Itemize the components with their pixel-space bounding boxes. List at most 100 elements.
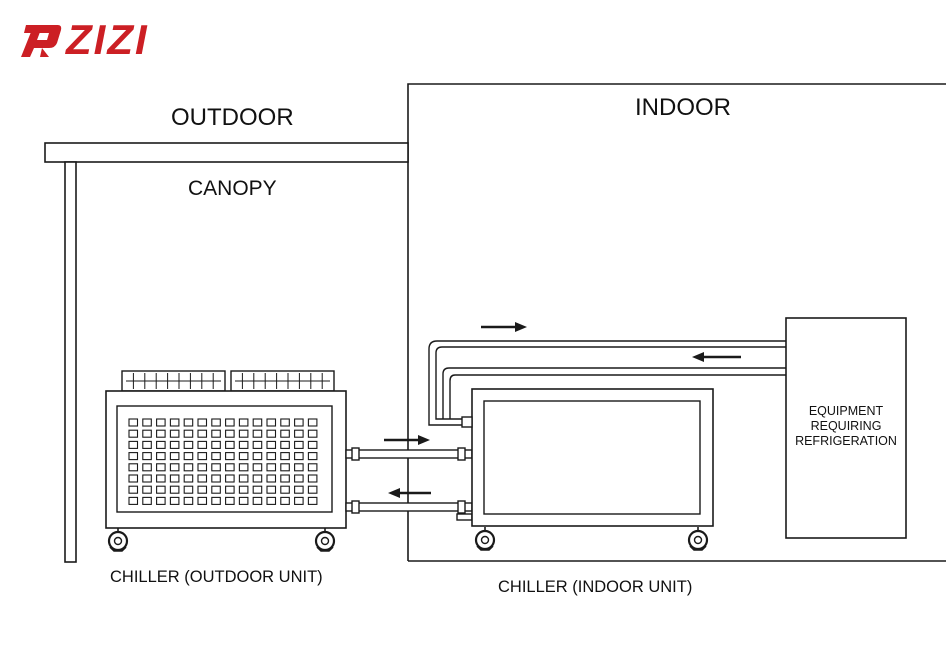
indoor-unit-caption: CHILLER (INDOOR UNIT)	[498, 578, 693, 596]
arrow-supply-right	[481, 322, 527, 332]
grille-cell	[307, 474, 318, 483]
grille-cell	[197, 485, 208, 494]
grille-cell	[197, 418, 208, 427]
grille-cell	[225, 452, 235, 461]
grille-cell	[225, 463, 235, 472]
grille-cell	[307, 485, 318, 494]
grille-cell	[156, 418, 166, 427]
caster-wheel	[687, 527, 709, 551]
grille-cell	[238, 463, 249, 472]
grille-cell	[307, 463, 318, 472]
grille-cell	[128, 452, 139, 461]
grille-cell	[197, 440, 208, 449]
grille-cell	[142, 474, 152, 483]
grille-cell	[238, 452, 249, 461]
grille-cell	[156, 429, 166, 438]
grille-cell	[266, 463, 277, 472]
canopy-roof	[44, 142, 409, 163]
grille-cell	[211, 452, 221, 461]
equipment-box	[785, 317, 907, 539]
grille-cell	[169, 474, 180, 483]
grille-cell	[238, 496, 249, 505]
grille-cell	[294, 452, 304, 461]
grille-cell	[280, 440, 290, 449]
grille-cell	[169, 463, 180, 472]
grille-cell	[128, 474, 139, 483]
grille-cell	[211, 485, 221, 494]
grille-cell	[128, 485, 139, 494]
outdoor-label: OUTDOOR	[171, 104, 294, 131]
arrow-pipe-right	[384, 435, 430, 445]
grille-cell	[169, 452, 180, 461]
grille-cell	[156, 452, 166, 461]
grille-cell	[142, 429, 152, 438]
equipment-label-line-1: EQUIPMENT	[808, 404, 884, 418]
grille-cell	[307, 452, 318, 461]
grille-cell	[142, 440, 152, 449]
grille-cell	[142, 418, 152, 427]
grille-cell	[252, 496, 263, 505]
grille-cell	[169, 418, 180, 427]
grille-cell	[169, 429, 180, 438]
grille-cell	[211, 418, 221, 427]
outdoor-unit-grille-cells	[128, 418, 318, 505]
grille-cell	[128, 440, 139, 449]
return-pipe-inner	[449, 374, 786, 419]
grille-cell	[280, 452, 290, 461]
caster-wheel	[474, 527, 496, 551]
grille-cell	[142, 463, 152, 472]
lower-pipe-coupling-left	[351, 500, 360, 514]
grille-cell	[211, 463, 221, 472]
grille-cell	[294, 496, 304, 505]
grille-cell	[225, 485, 235, 494]
grille-cell	[169, 496, 180, 505]
grille-cell	[183, 485, 194, 494]
grille-cell	[156, 440, 166, 449]
grille-cell	[307, 440, 318, 449]
arrow-return-left	[692, 352, 741, 362]
brand-logo: ZIZI	[18, 16, 149, 64]
grille-cell	[266, 474, 277, 483]
grille-cell	[238, 474, 249, 483]
grille-cell	[128, 429, 139, 438]
grille-cell	[225, 496, 235, 505]
grille-cell	[183, 440, 194, 449]
grille-cell	[183, 429, 194, 438]
drain-stub	[456, 513, 473, 521]
grille-cell	[307, 496, 318, 505]
grille-cell	[238, 440, 249, 449]
caster-wheels	[107, 527, 709, 552]
grille-cell	[252, 440, 263, 449]
grille-cell	[225, 474, 235, 483]
grille-cell	[225, 440, 235, 449]
grille-cell	[266, 429, 277, 438]
grille-cell	[280, 496, 290, 505]
outdoor-chiller-unit	[105, 370, 347, 529]
supply-pipe-inner	[435, 346, 786, 420]
equipment-label-line-2: REQUIRING	[810, 419, 882, 433]
return-pipe-outer	[442, 367, 786, 419]
grille-cell	[238, 418, 249, 427]
grille-cell	[280, 474, 290, 483]
caster-wheel	[314, 528, 336, 552]
grille-cell	[197, 496, 208, 505]
grille-cell	[156, 463, 166, 472]
arrow-pipe-left	[388, 488, 431, 498]
grille-cell	[238, 485, 249, 494]
grille-cell	[128, 463, 139, 472]
grille-cell	[156, 474, 166, 483]
grille-cell	[252, 474, 263, 483]
grille-cell	[252, 429, 263, 438]
grille-cell	[197, 429, 208, 438]
flow-arrows	[384, 322, 741, 498]
grille-cell	[211, 440, 221, 449]
grille-cell	[142, 496, 152, 505]
grille-cell	[183, 418, 194, 427]
indoor-chiller-unit	[471, 388, 714, 527]
grille-cell	[211, 496, 221, 505]
caster-wheel	[107, 528, 129, 552]
lower-pipe-coupling-right	[457, 500, 466, 514]
equipment-label: EQUIPMENT REQUIRING REFRIGERATION	[786, 404, 906, 449]
upper-pipe-coupling-left	[351, 447, 360, 461]
equipment-pipes	[428, 340, 786, 428]
